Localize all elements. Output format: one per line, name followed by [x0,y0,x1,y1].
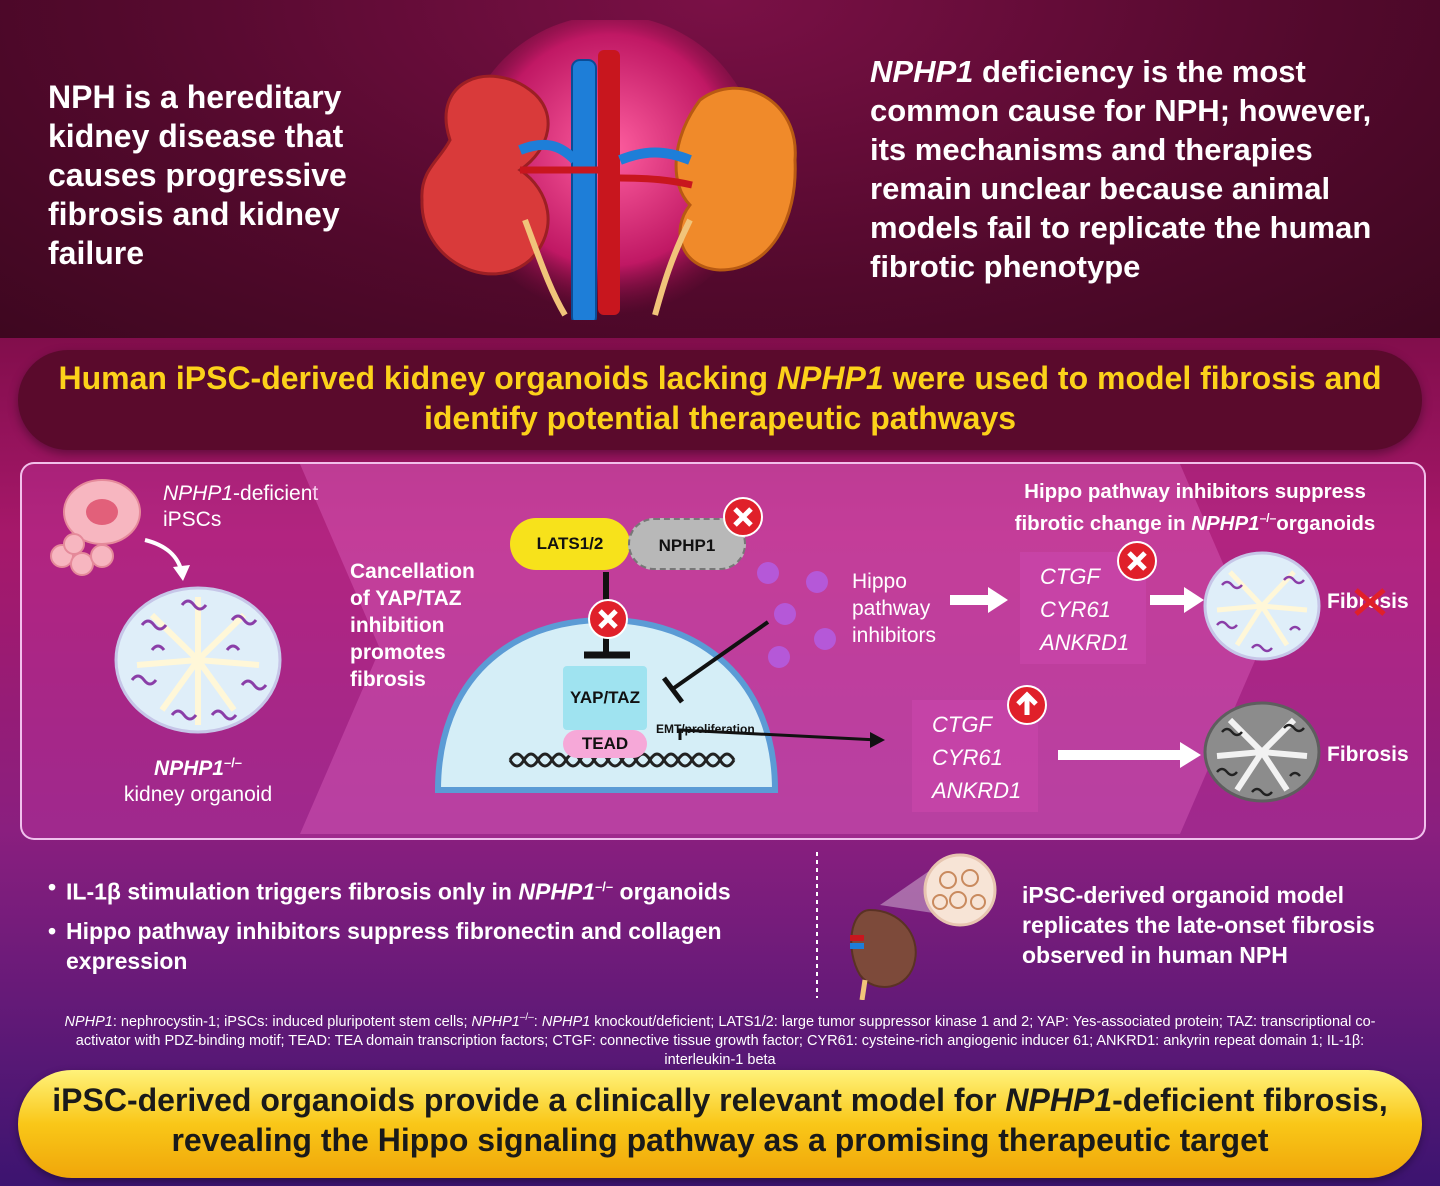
genes-x-icon [1117,541,1157,581]
dotted-divider [816,852,818,998]
gene-name: NPHP1 [870,54,974,89]
inhibitors-label: Hippo pathway inhibitors [852,570,937,647]
aorta-icon [598,50,620,315]
top-right-statement: NPHP1 deficiency is the most common caus… [870,52,1415,286]
fibrotic-kidney-icon [674,86,797,272]
conclusion-pill [18,1070,1422,1178]
tead-box: TEAD [563,730,647,758]
organoid-icon [114,586,282,734]
renal-vein-right [618,147,692,165]
arrow-to-fibrosis-icon [1058,742,1201,768]
up-arrow-icon [1007,685,1047,725]
arrow-to-genes-icon [950,587,1008,613]
main-conclusion-text: iPSC-derived organoids provide a clinica… [52,1082,1388,1158]
banner-text: Human iPSC-derived kidney organoids lack… [58,360,1382,436]
renal-vein-left [518,139,579,164]
gene-name: NPHP1 [776,360,884,396]
cancellation-text: Cancellation of YAP/TAZ inhibition promo… [350,560,475,691]
inhibition-x-icon [588,599,628,639]
suppress-heading: Hippo pathway inhibitors suppress fibrot… [1014,480,1376,535]
kidneys-illustration [420,20,797,320]
fibrosis-label: Fibrosis [1327,743,1409,766]
ureter-right [652,218,693,316]
healthy-organoid-icon [1203,551,1321,661]
banner-pill [18,350,1422,450]
nphp1-x-icon [723,497,763,537]
findings-list: IL-1β stimulation triggers fibrosis only… [48,872,808,985]
organoid-label: NPHP1–/–kidney organoid [123,755,273,806]
finding-item: Hippo pathway inhibitors suppress fibron… [48,916,808,976]
model-conclusion-text: iPSC-derived organoid model replicates t… [1022,882,1375,968]
healthy-kidney-icon [420,74,550,276]
fibrosis-cross-icon [1354,588,1386,616]
lats-pill: LATS1/2 [510,518,630,570]
inhibitor-line [672,620,770,690]
fibrotic-organoid-icon [1203,701,1321,803]
inhibitor-molecules-icon [757,562,836,668]
ipsc-cell-icon [50,479,141,576]
emt-arrow [678,728,879,742]
statement-text: deficiency is the most common cause for … [870,54,1372,284]
arrow-to-organoid-icon [1150,587,1204,613]
kidney-magnifier-icon [850,853,997,1000]
renal-artery-right [619,174,693,189]
abbreviations-footnote: NPHP1: nephrocystin-1; iPSCs: induced pl… [64,1012,1376,1068]
yap-taz-box: YAP/TAZ [563,666,647,730]
ureter-left [522,218,568,317]
curved-arrow-icon [144,538,190,581]
finding-item: IL-1β stimulation triggers fibrosis only… [48,872,808,907]
top-left-statement: NPH is a hereditary kidney disease that … [48,79,347,271]
vena-cava-icon [571,59,597,320]
arrows-nucleus [662,620,885,748]
